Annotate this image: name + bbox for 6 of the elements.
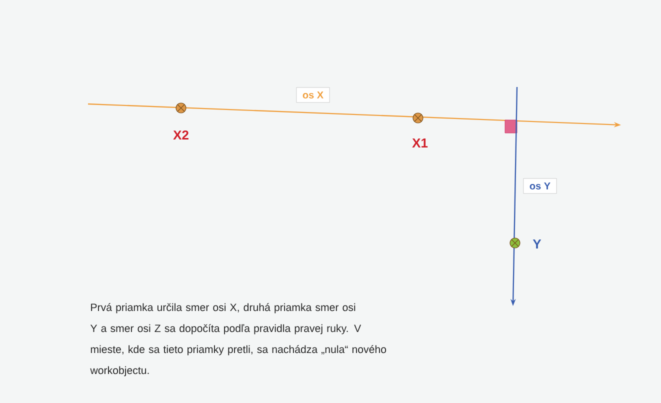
point-label: X2 — [173, 130, 188, 140]
caption-paragraph: Prvá priamka určila smer osi X, druhá priamka smer osi Y a smer osi Z sa dopočíta podľa pravidla pravej ruky. V mieste, kde sa tieto priamky pretli, sa nachádza „nula“ nového workobjectu. — [90, 303, 386, 376]
axis-label-box: os Y — [523, 178, 557, 194]
axis-label-box: os X — [296, 87, 330, 103]
point-label: Y — [532, 240, 542, 248]
point-label: X1 — [412, 138, 428, 148]
